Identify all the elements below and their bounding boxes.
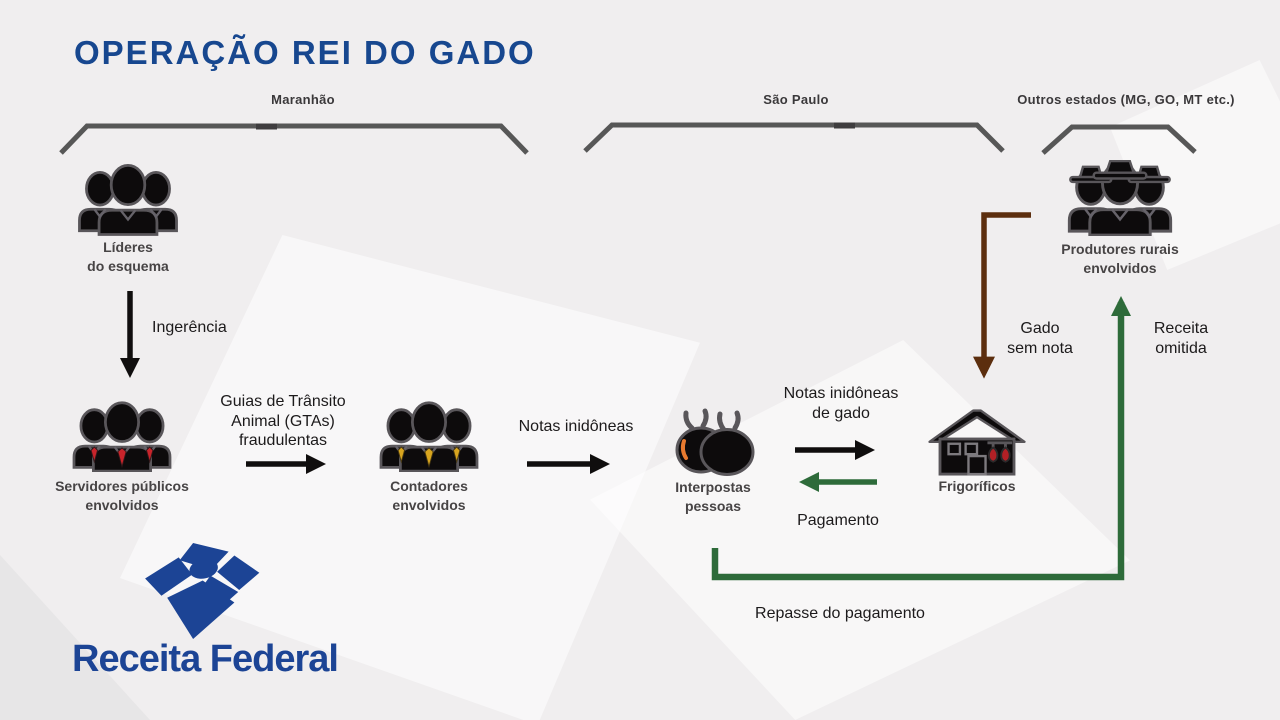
receita-federal-emblem: [145, 543, 260, 639]
hanging-meat: [987, 446, 999, 463]
public-servants-group-icon: [72, 401, 172, 472]
cattle-icon: [675, 408, 755, 476]
rural-producers-group-icon: [1067, 160, 1173, 236]
label-produtores: Produtores rurais envolvidos: [1061, 241, 1179, 276]
bracket-notch: [256, 123, 277, 130]
label-receita-omitida: Receita omitida: [1153, 320, 1209, 357]
accountants-group-icon: [379, 401, 479, 472]
slaughterhouse-icon: [928, 409, 1026, 476]
label-lideres: Líderes do esquema: [87, 239, 169, 274]
bracket-notch: [834, 122, 855, 129]
label-contadores: Contadores envolvidos: [390, 478, 468, 513]
receita-federal-wordmark: Receita Federal: [72, 638, 339, 680]
label-notas-inidoneas-gado: Notas inidôneas de gado: [783, 385, 899, 422]
label-interpostas: Interpostas pessoas: [675, 479, 751, 514]
region-label-maranhao: Maranhão: [271, 92, 335, 107]
label-frigorificos: Frigoríficos: [938, 478, 1016, 494]
label-repasse-pagamento: Repasse do pagamento: [755, 605, 925, 622]
region-label-sao-paulo: São Paulo: [763, 92, 829, 107]
region-bracket-sao-paulo: [583, 122, 1005, 153]
window: [947, 442, 962, 456]
label-notas-inidoneas: Notas inidôneas: [518, 418, 634, 435]
label-servidores: Servidores públicos envolvidos: [55, 478, 189, 513]
region-bracket-maranhao: [59, 123, 529, 155]
label-gado-sem-nota: Gado sem nota: [1007, 320, 1073, 357]
door: [967, 454, 987, 476]
window: [964, 442, 979, 456]
label-pagamento: Pagamento: [797, 512, 879, 529]
page-title: OPERAÇÃO REI DO GADO: [74, 34, 536, 71]
cattle-brand-mark: [680, 439, 688, 460]
region-label-outros-estados: Outros estados (MG, GO, MT etc.): [1017, 92, 1235, 107]
label-ingerencia: Ingerência: [152, 319, 227, 336]
leaders-group-icon: [78, 163, 178, 236]
label-gtas: Guias de Trânsito Animal (GTAs) fraudule…: [220, 393, 346, 449]
hanging-meat: [1000, 446, 1011, 463]
